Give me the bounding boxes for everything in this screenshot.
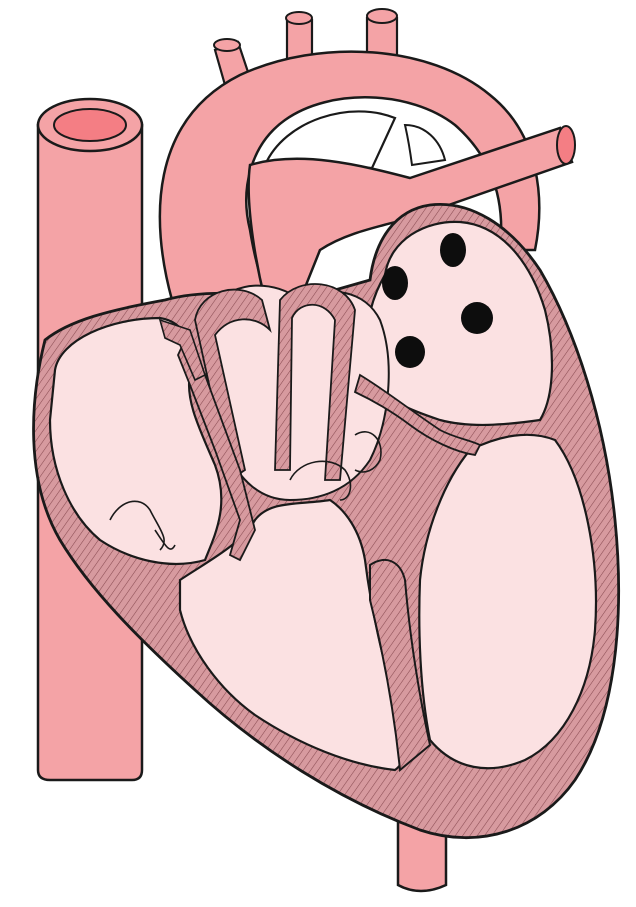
pulmonary-vein-opening-1 xyxy=(382,266,408,300)
pulmonary-artery-opening xyxy=(557,126,575,164)
pulmonary-vein-opening-2 xyxy=(440,233,466,267)
pulmonary-branch-gap xyxy=(405,125,445,165)
vena-cava-lumen xyxy=(54,109,126,141)
pulmonary-vein-opening-3 xyxy=(461,302,493,334)
pulmonary-vein-opening-4 xyxy=(395,336,425,368)
